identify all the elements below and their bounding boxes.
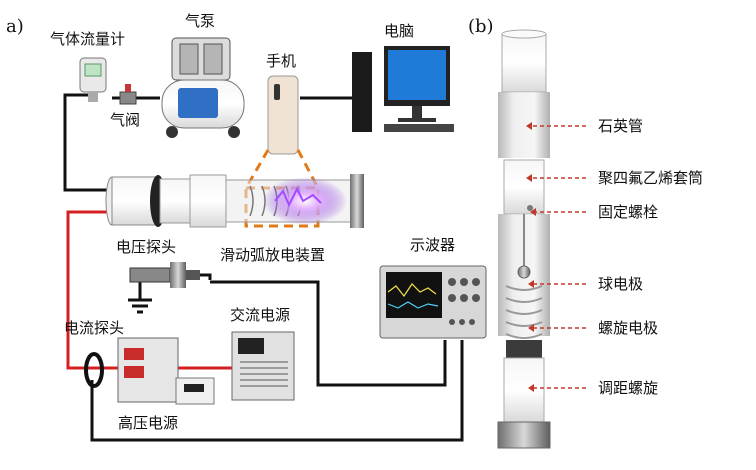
voltage-probe [129,262,200,288]
voltage-probe-to-scope [210,280,447,387]
gas-flowmeter [79,57,107,102]
ac-power-supply [231,331,295,401]
callout-arrows [526,122,586,392]
spiral-coil [505,285,543,339]
current-probe [84,352,104,388]
panel-a-tag: a) [6,16,24,37]
gliding-arc-device [105,174,364,228]
gas-valve-label: 气阀 [110,111,140,129]
voltage-probe-label: 电压探头 [116,238,176,256]
air-pump-label: 气泵 [185,12,215,30]
gas-flowmeter-label: 气体流量计 [50,30,125,48]
air-pump [161,37,245,138]
gas-line-flowmeter-to-device [63,93,110,192]
oscilloscope-label: 示波器 [410,236,455,254]
quartz-tube-label: 石英管 [598,117,643,135]
current-probe-to-scope [90,340,464,442]
spiral-electrode-label: 螺旋电极 [598,319,658,337]
ac-power-label: 交流电源 [230,306,290,324]
computer-label: 电脑 [384,22,414,40]
gap-screw-label: 调距螺旋 [598,379,658,397]
oscilloscope [379,265,487,339]
phone-label: 手机 [266,52,296,70]
hv-power-label: 高压电源 [118,414,178,432]
ball-electrode-label: 球电极 [598,275,643,293]
fixing-bolt-label: 固定螺栓 [598,203,658,221]
ground-symbol [128,298,152,314]
computer [352,46,454,132]
hv-line-to-device [66,210,118,370]
phone [267,75,299,155]
gas-valve [119,84,137,105]
panel-b-tag: (b) [468,16,494,37]
current-probe-label: 电流探头 [64,319,124,337]
reactor-assembly [497,29,551,449]
ptfe-sleeve-label: 聚四氟乙烯套筒 [598,169,703,187]
power-lines [66,210,232,370]
hv-power-supply [117,337,215,405]
gliding-arc-device-label: 滑动弧放电装置 [220,246,325,264]
